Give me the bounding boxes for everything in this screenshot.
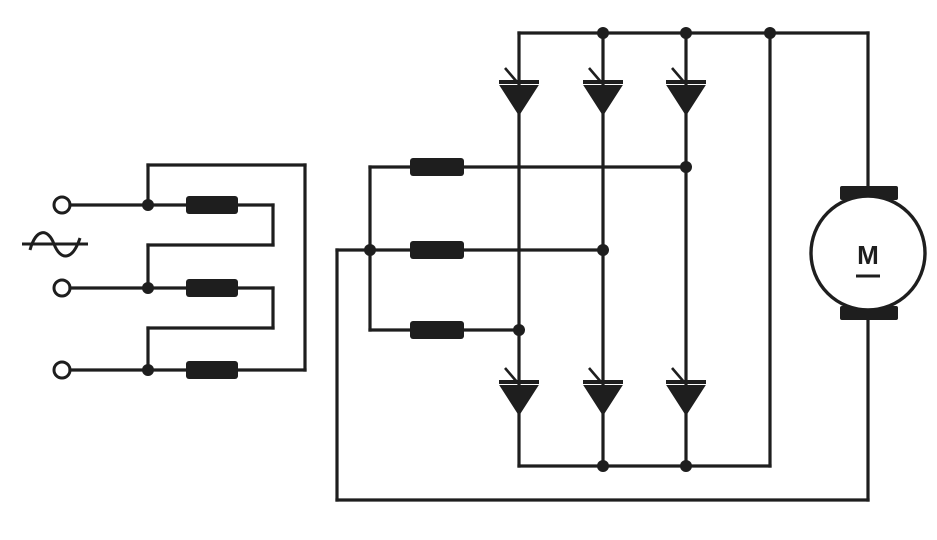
inductor-icon	[410, 241, 464, 259]
junction-dot	[142, 364, 154, 376]
junction-dot	[680, 27, 692, 39]
junction-dot	[597, 460, 609, 472]
junction-dot	[764, 27, 776, 39]
motor-label: M	[857, 240, 879, 270]
junction-dot	[680, 460, 692, 472]
input-terminal-l2	[52, 278, 72, 298]
ac-input-section	[22, 163, 307, 380]
ac-source-icon	[22, 231, 88, 258]
input-terminal-l1	[52, 195, 72, 215]
feed-section	[335, 158, 870, 502]
inductor-icon	[186, 196, 238, 214]
dc-motor-icon: M	[809, 186, 927, 320]
inductor-icon	[410, 321, 464, 339]
junction-dot	[142, 199, 154, 211]
input-terminal-l3	[52, 360, 72, 380]
motor-housing	[809, 194, 927, 312]
input-wiring	[68, 163, 307, 372]
thyristor-bridge	[497, 27, 870, 472]
junction-dot	[597, 27, 609, 39]
junction-dot	[142, 282, 154, 294]
junction-dot	[364, 244, 376, 256]
inductor-icon	[186, 279, 238, 297]
inductor-icon	[186, 361, 238, 379]
inductor-icon	[410, 158, 464, 176]
